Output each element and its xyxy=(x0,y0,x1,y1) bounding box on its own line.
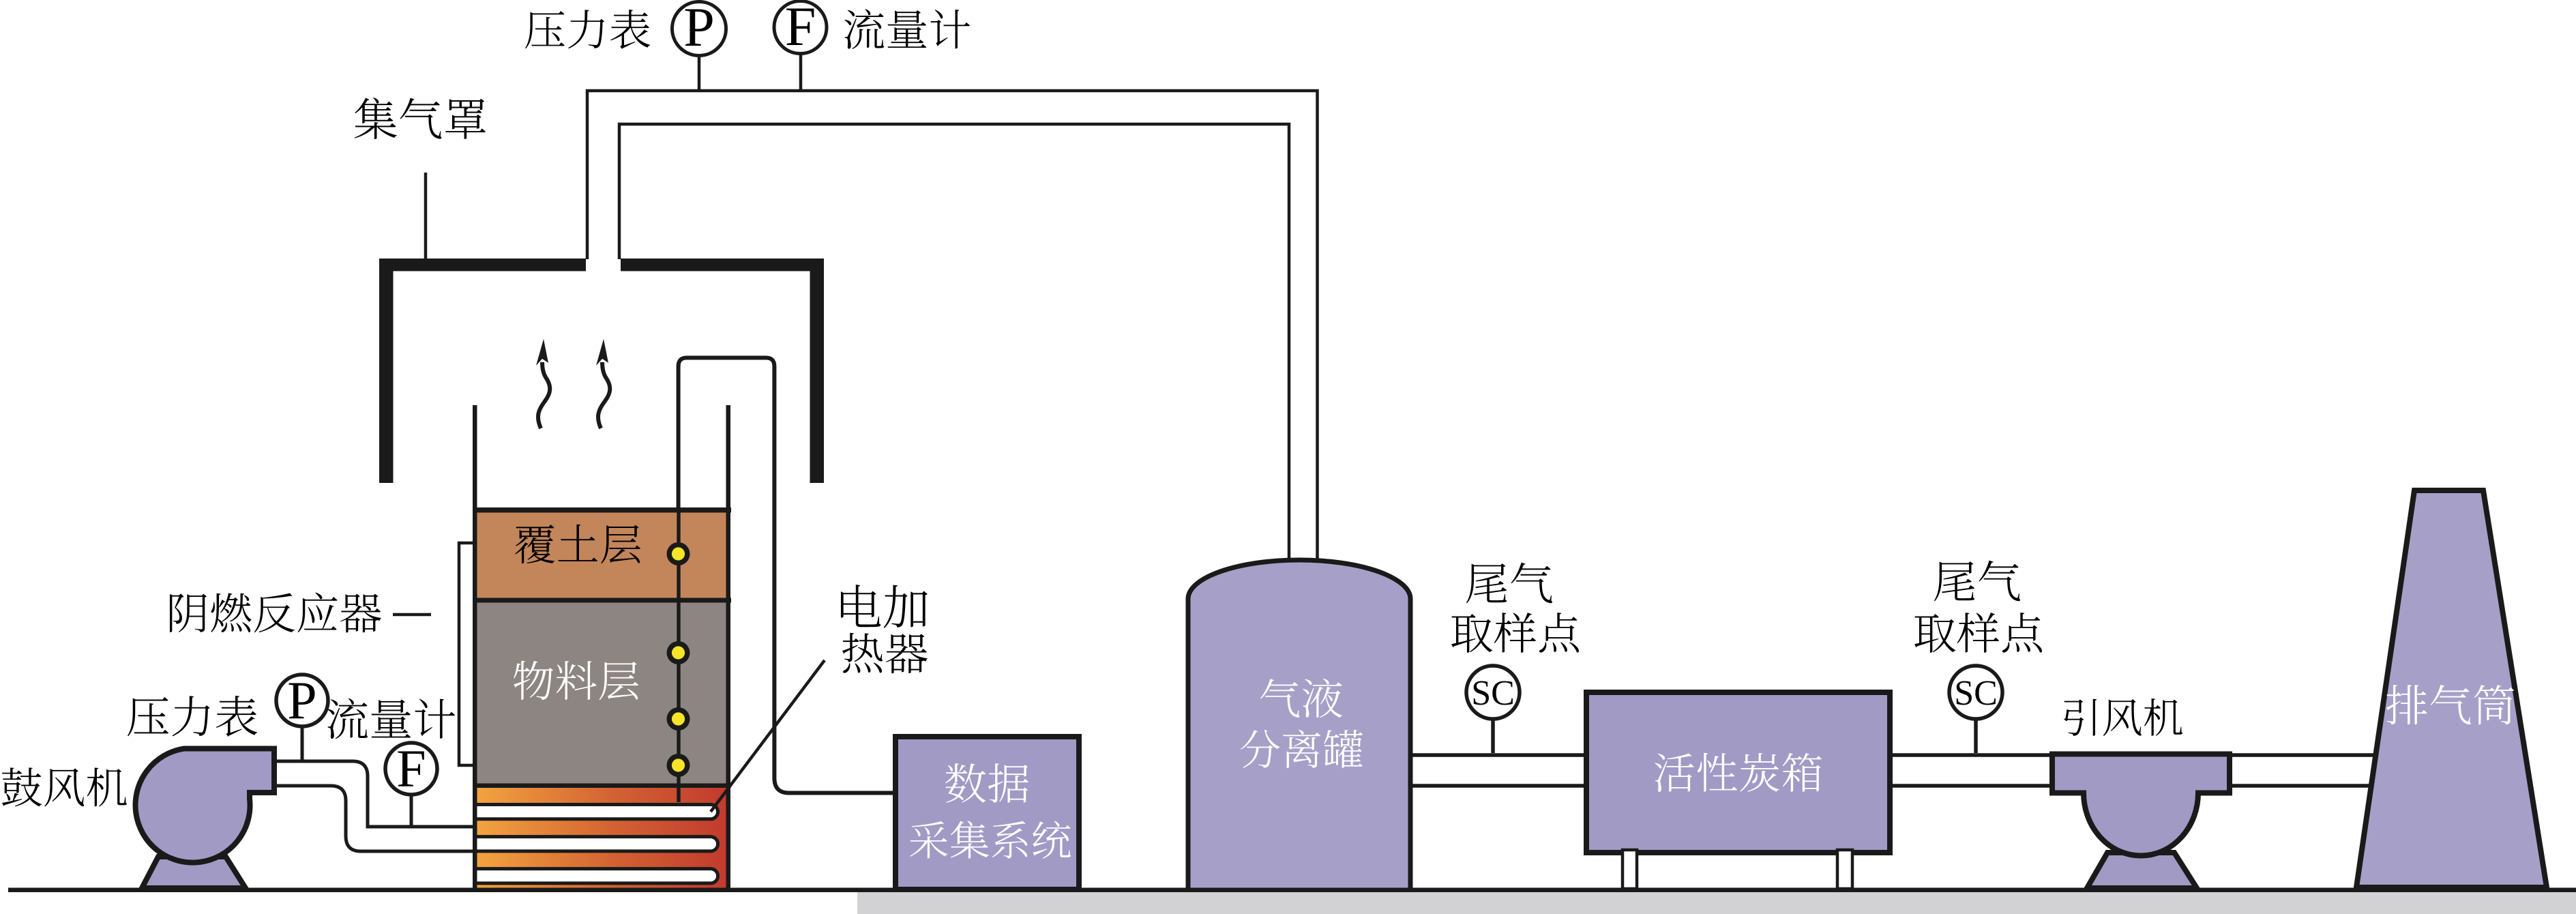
svg-text:F: F xyxy=(396,739,426,798)
svg-text:SC: SC xyxy=(1954,674,1998,713)
svg-text:P: P xyxy=(683,0,715,58)
svg-text:SC: SC xyxy=(1471,674,1515,713)
svg-text:P: P xyxy=(287,670,316,730)
svg-text:F: F xyxy=(785,0,816,57)
